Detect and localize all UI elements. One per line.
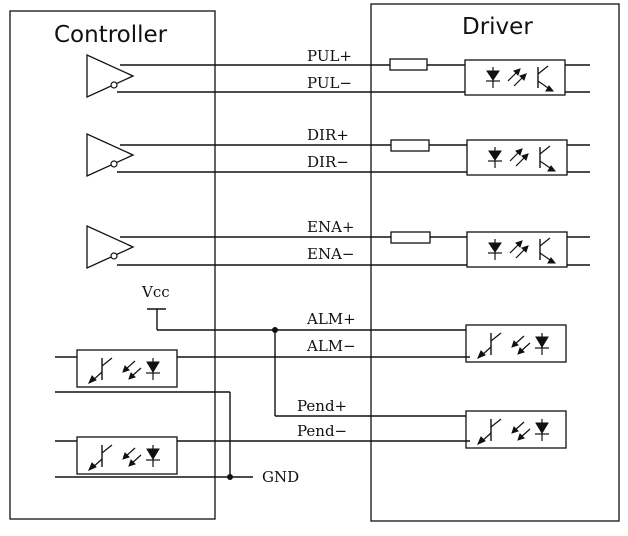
ena-minus-label: ENA− — [307, 245, 354, 263]
alm-plus-label: ALM+ — [306, 310, 356, 328]
controller-alm-optocoupler-icon — [76, 349, 178, 388]
ena-resistor-icon — [390, 231, 431, 244]
ena-plus-label: ENA+ — [307, 218, 354, 236]
pul-line-driver-icon — [86, 54, 134, 98]
gnd-junction-dot — [227, 474, 233, 480]
dir-minus-label: DIR− — [307, 153, 349, 171]
controller-pend-optocoupler-icon — [76, 436, 178, 475]
pul-optocoupler-icon — [464, 59, 566, 96]
alm-minus-label: ALM− — [306, 337, 356, 355]
dir-line-driver-icon — [86, 133, 134, 177]
pend-minus-label: Pend− — [297, 422, 347, 440]
pend-optocoupler-icon — [465, 410, 567, 449]
gnd-label: GND — [262, 468, 299, 486]
dir-optocoupler-icon — [466, 139, 568, 176]
controller-title: Controller — [54, 22, 168, 48]
driver-panel — [370, 3, 620, 522]
pend-plus-label: Pend+ — [297, 397, 347, 415]
vcc-label: Vcc — [141, 283, 170, 301]
dir-plus-label: DIR+ — [307, 126, 349, 144]
ena-line-driver-icon — [86, 225, 134, 269]
pul-plus-label: PUL+ — [307, 47, 352, 65]
alm-optocoupler-icon — [465, 324, 567, 363]
pul-minus-label: PUL− — [307, 74, 352, 92]
dir-resistor-icon — [390, 139, 430, 152]
ena-optocoupler-icon — [466, 231, 568, 268]
driver-title: Driver — [462, 14, 533, 40]
pul-resistor-icon — [389, 58, 428, 71]
